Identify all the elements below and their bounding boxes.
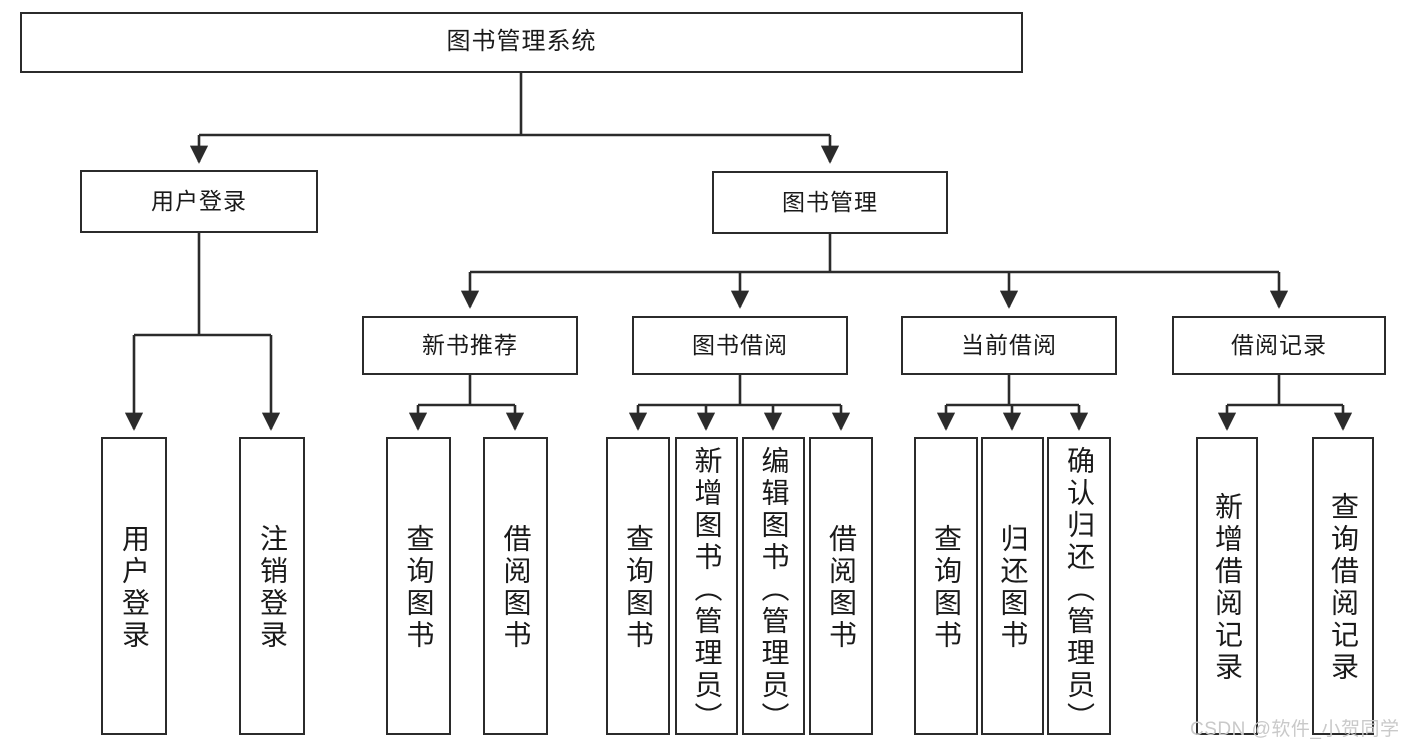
- leaf-query-record[interactable]: 查询借阅记录: [1312, 437, 1374, 735]
- leaf-query-book-1[interactable]: 查询图书: [386, 437, 451, 735]
- node-user-login[interactable]: 用户登录: [80, 170, 318, 233]
- node-borrow-record-label: 借阅记录: [1231, 331, 1327, 358]
- node-current-borrow[interactable]: 当前借阅: [901, 316, 1117, 375]
- node-current-borrow-label: 当前借阅: [961, 331, 1057, 358]
- leaf-return-book-label: 归还图书: [997, 524, 1029, 652]
- node-book-borrow[interactable]: 图书借阅: [632, 316, 848, 375]
- leaf-user-logout-label: 注销登录: [257, 524, 288, 652]
- node-new-book-recommend-label: 新书推荐: [422, 331, 518, 358]
- leaf-user-login-label: 用户登录: [119, 524, 150, 652]
- node-new-book-recommend[interactable]: 新书推荐: [362, 316, 578, 375]
- node-book-borrow-label: 图书借阅: [692, 331, 788, 358]
- leaf-query-book-2[interactable]: 查询图书: [606, 437, 670, 735]
- node-borrow-record[interactable]: 借阅记录: [1172, 316, 1386, 375]
- leaf-add-book[interactable]: 新增图书（管理员）: [675, 437, 738, 735]
- leaf-edit-book-label: 编辑图书（管理员）: [758, 446, 790, 734]
- leaf-user-login[interactable]: 用户登录: [101, 437, 167, 735]
- leaf-return-book[interactable]: 归还图书: [981, 437, 1044, 735]
- csdn-watermark: CSDN @软件_小贺同学: [1190, 719, 1400, 740]
- leaf-query-book-1-label: 查询图书: [403, 524, 435, 652]
- leaf-confirm-return-label: 确认归还（管理员）: [1064, 446, 1095, 734]
- leaf-confirm-return[interactable]: 确认归还（管理员）: [1047, 437, 1111, 735]
- node-root[interactable]: 图书管理系统: [20, 12, 1023, 73]
- leaf-query-record-label: 查询借阅记录: [1328, 492, 1359, 684]
- leaf-borrow-book-1[interactable]: 借阅图书: [483, 437, 548, 735]
- leaf-add-record-label: 新增借阅记录: [1212, 492, 1243, 684]
- node-root-label: 图书管理系统: [446, 28, 597, 56]
- leaf-add-record[interactable]: 新增借阅记录: [1196, 437, 1258, 735]
- leaf-borrow-book-2[interactable]: 借阅图书: [809, 437, 873, 735]
- node-user-login-label: 用户登录: [151, 187, 247, 214]
- leaf-add-book-label: 新增图书（管理员）: [691, 446, 723, 734]
- node-book-management[interactable]: 图书管理: [712, 171, 948, 234]
- leaf-user-logout[interactable]: 注销登录: [239, 437, 305, 735]
- leaf-query-book-2-label: 查询图书: [623, 524, 654, 652]
- leaf-query-book-3-label: 查询图书: [931, 524, 962, 652]
- leaf-query-book-3[interactable]: 查询图书: [914, 437, 978, 735]
- node-book-management-label: 图书管理: [782, 188, 878, 215]
- leaf-borrow-book-2-label: 借阅图书: [826, 524, 857, 652]
- leaf-borrow-book-1-label: 借阅图书: [500, 524, 532, 652]
- leaf-edit-book[interactable]: 编辑图书（管理员）: [742, 437, 805, 735]
